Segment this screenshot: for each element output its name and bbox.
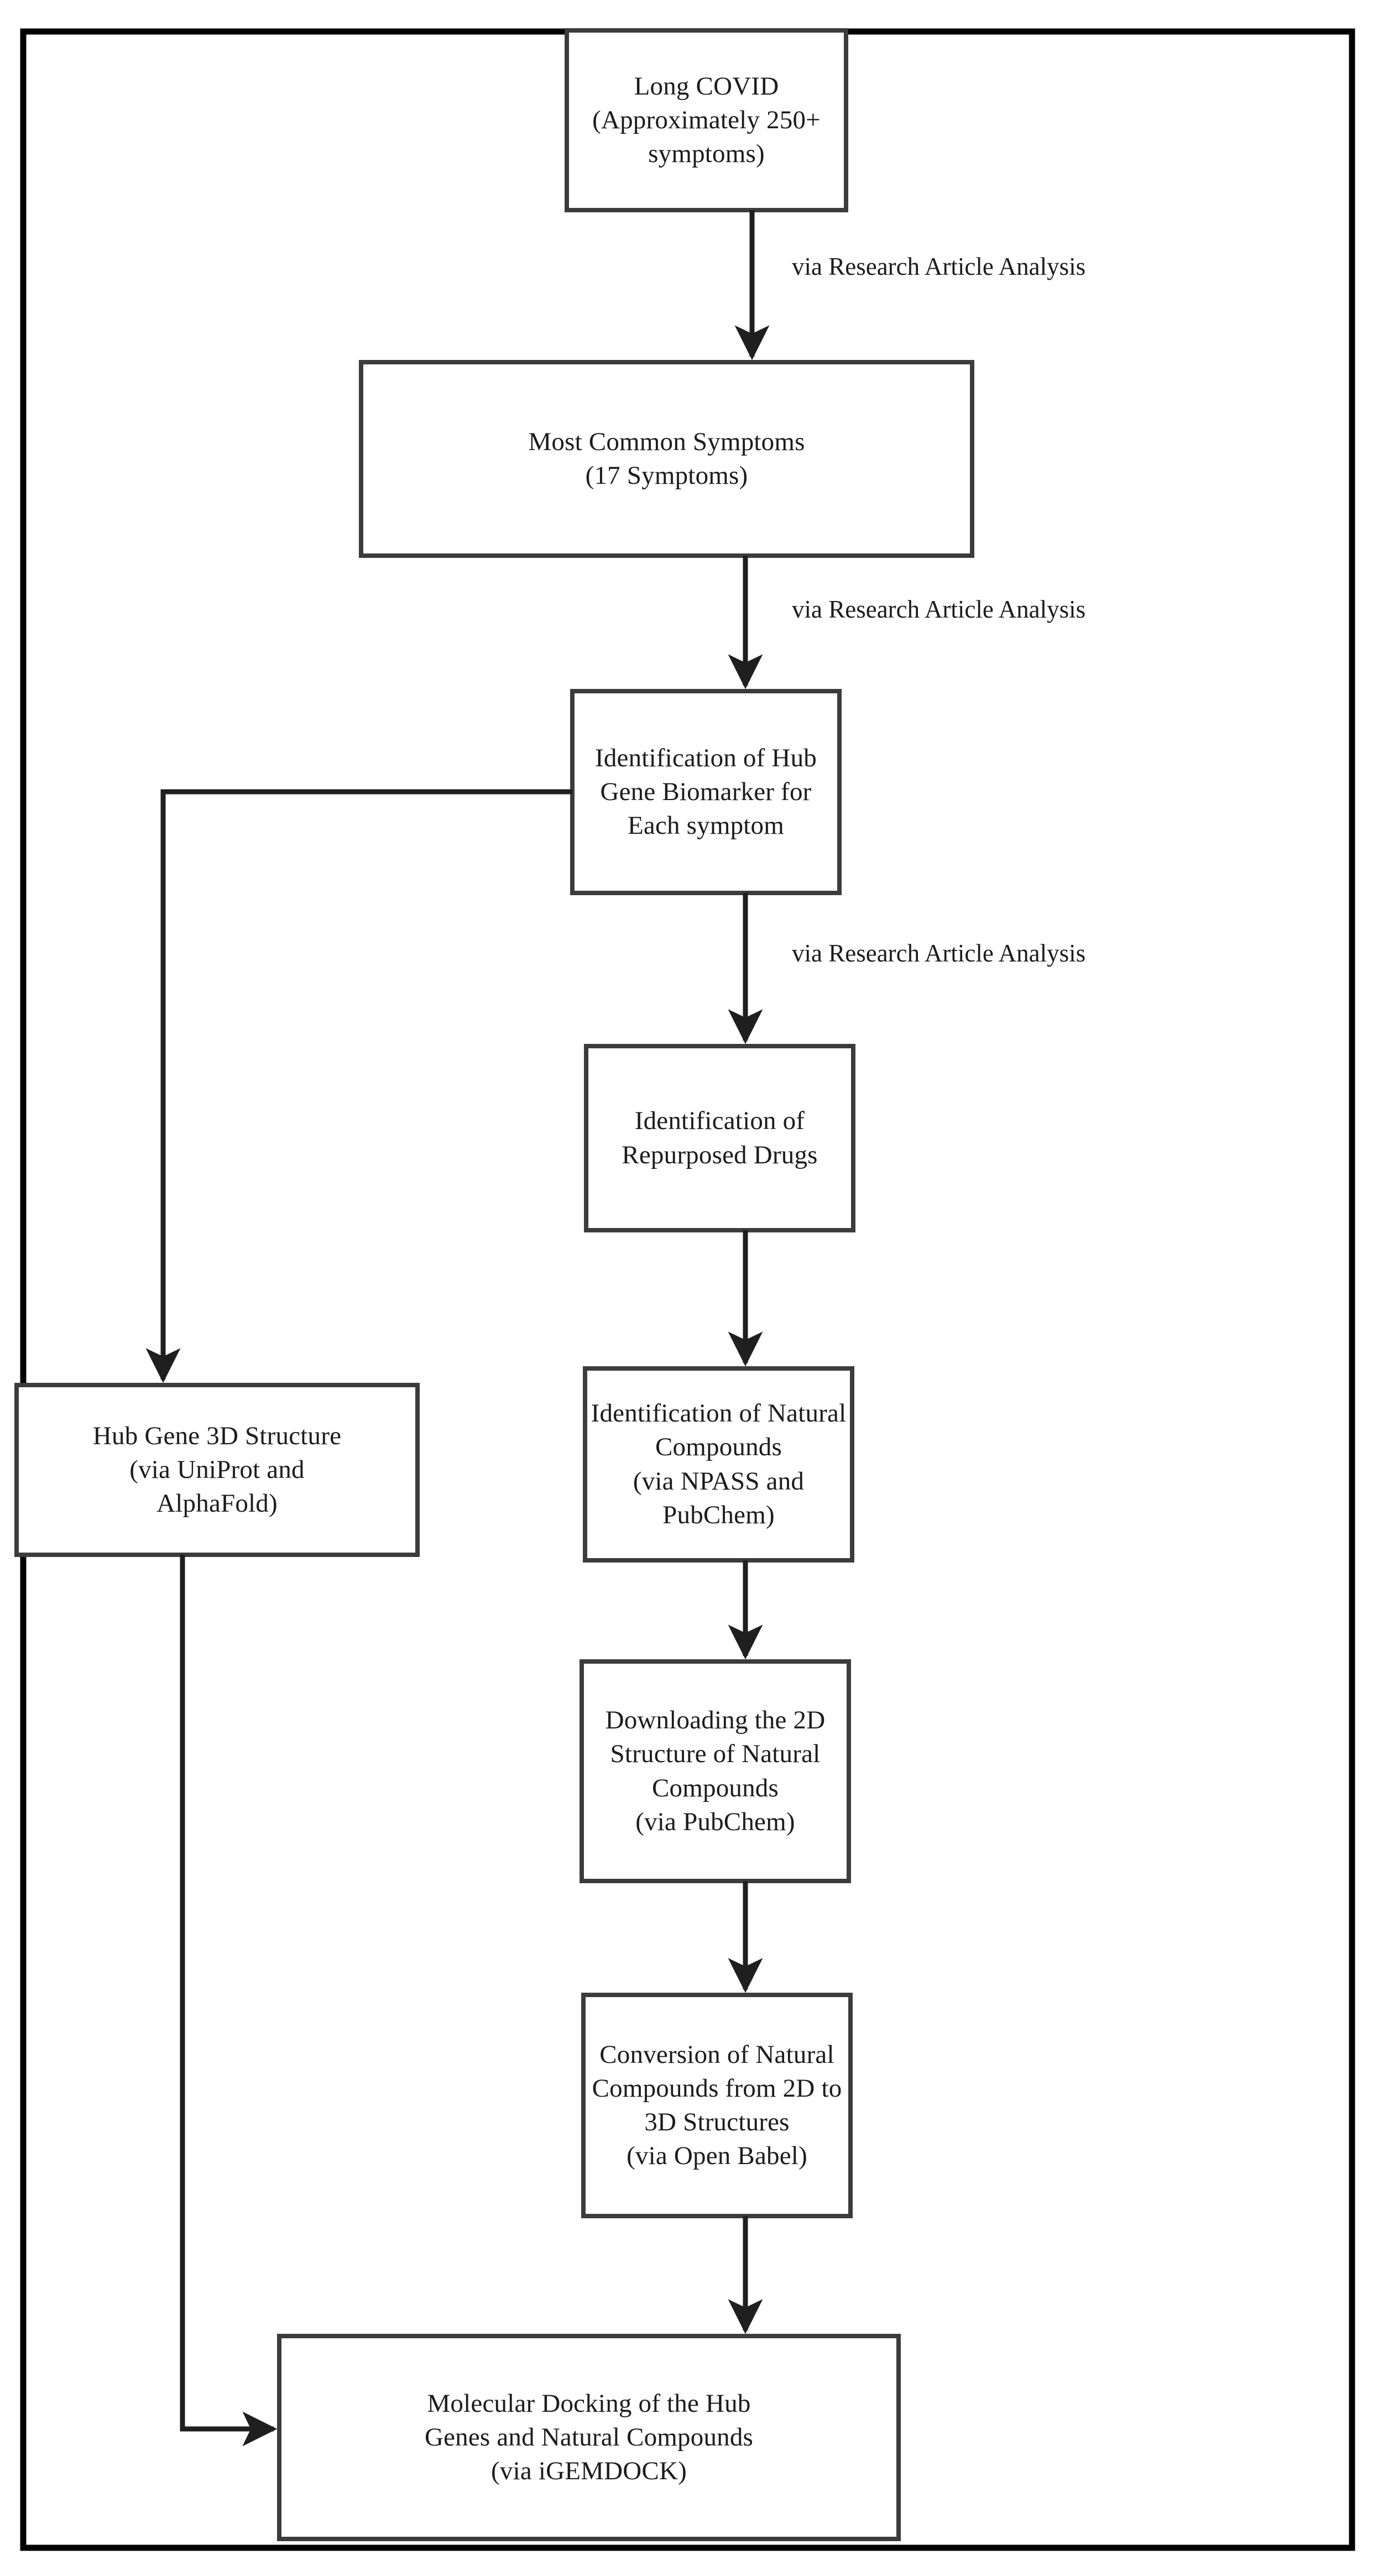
box-download-2d[interactable] xyxy=(580,1659,851,1883)
box-hub-gene-biomarker[interactable] xyxy=(570,689,842,895)
box-long-covid[interactable] xyxy=(565,28,848,212)
node-label-repurposed-drugs: Identification of Repurposed Drugs xyxy=(622,1106,818,1169)
box-natural-compounds[interactable] xyxy=(583,1366,854,1563)
arrow-3d-structure-to-docking xyxy=(180,1555,278,2447)
edge-label-1: via Research Article Analysis xyxy=(792,253,1086,280)
edge-label-2: via Research Article Analysis xyxy=(792,595,1086,623)
node-label-most-common-symptoms: Most Common Symptoms (17 Symptoms) xyxy=(528,427,805,490)
connector-arrows xyxy=(145,210,770,2447)
arrow-hub-gene-to-3d-structure xyxy=(145,789,572,1383)
box-hub-gene-3d-structure[interactable] xyxy=(14,1383,420,1557)
box-convert-2d-3d[interactable] xyxy=(581,1993,853,2218)
node-label-hub-gene-biomarker: Identification of Hub Gene Biomarker for… xyxy=(595,743,817,840)
edge-label-3: via Research Article Analysis xyxy=(792,939,1086,967)
node-label-natural-compounds: Identification of Natural Compounds (via… xyxy=(591,1399,847,1529)
node-boxes xyxy=(14,28,974,2541)
box-repurposed-drugs[interactable] xyxy=(584,1044,855,1232)
node-label-download-2d: Downloading the 2D Structure of Natural … xyxy=(605,1706,826,1836)
node-label-convert-2d-3d: Conversion of Natural Compounds from 2D … xyxy=(592,2040,842,2171)
node-label-hub-gene-3d-structure: Hub Gene 3D Structure (via UniProt and A… xyxy=(92,1421,342,1518)
box-molecular-docking[interactable] xyxy=(277,2334,901,2541)
node-label-long-covid: Long COVID (Approximately 250+ symptoms) xyxy=(592,71,821,169)
node-label-molecular-docking: Molecular Docking of the Hub Genes and N… xyxy=(424,2389,754,2486)
box-most-common-symptoms[interactable] xyxy=(359,360,974,558)
